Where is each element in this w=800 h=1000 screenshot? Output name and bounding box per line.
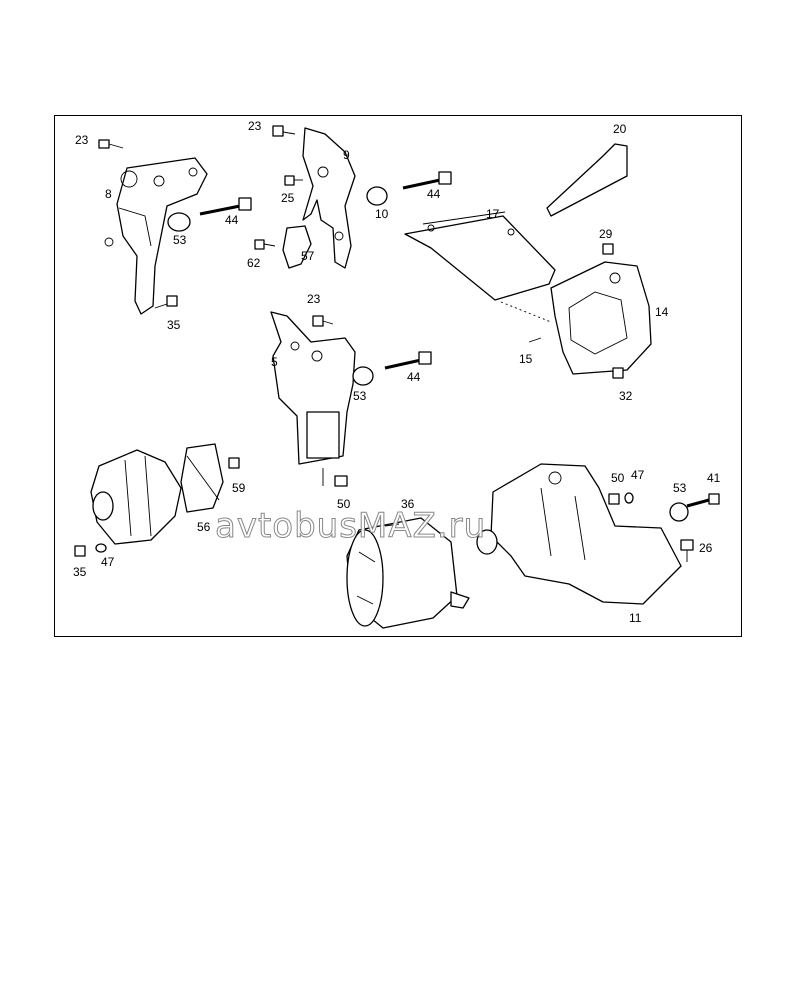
callout-23-b: 23 — [248, 119, 262, 133]
callout-15: 15 — [519, 352, 533, 366]
nut-59 — [228, 457, 240, 469]
callout-32: 32 — [619, 389, 633, 403]
bolt-23-c — [312, 315, 334, 327]
bolt-36 — [384, 523, 400, 527]
callout-10: 10 — [375, 207, 389, 221]
callout-50-b: 50 — [611, 471, 625, 485]
callout-62: 62 — [247, 256, 261, 270]
bolt-44-a — [199, 197, 252, 216]
callout-53-c: 53 — [673, 481, 687, 495]
part-5-bracket — [270, 311, 356, 465]
part-9-bracket — [302, 127, 356, 269]
bushing-53-c — [669, 502, 689, 522]
cover-56 — [180, 443, 224, 513]
callout-14: 14 — [655, 305, 669, 319]
bolt-35-a — [154, 295, 178, 309]
callout-56: 56 — [197, 520, 211, 534]
callout-17: 17 — [486, 207, 500, 221]
nut-50-b — [608, 493, 620, 505]
bolt-32 — [612, 367, 624, 379]
bolt-23-b — [272, 125, 296, 137]
callout-44-c: 44 — [407, 370, 421, 384]
callout-9: 9 — [343, 148, 350, 162]
part-17-plate — [404, 211, 556, 301]
callout-26: 26 — [699, 541, 713, 555]
bolt-44-c — [384, 351, 432, 370]
callout-35-a: 35 — [167, 318, 181, 332]
dashed-line-15 — [500, 301, 552, 323]
diagram-frame: 23 8 53 44 35 23 9 25 10 44 62 57 20 17 29 14 15 32 23 5 53 4… — [54, 115, 742, 637]
callout-5: 5 — [271, 355, 278, 369]
callout-59: 59 — [232, 481, 246, 495]
callout-8: 8 — [105, 187, 112, 201]
callout-53-b: 53 — [353, 389, 367, 403]
part-14-bracket — [550, 261, 652, 375]
callout-25: 25 — [281, 191, 295, 205]
callout-20: 20 — [613, 122, 627, 136]
exploded-parts-drawing — [74, 125, 720, 629]
bolt-25 — [284, 175, 303, 186]
callout-47-b: 47 — [631, 468, 645, 482]
callout-11: 11 — [629, 611, 642, 625]
nut-50-a — [334, 475, 348, 487]
pin-15 — [528, 337, 542, 343]
bolt-35-b — [74, 543, 107, 557]
callout-53-a: 53 — [173, 233, 187, 247]
callout-23-a: 23 — [75, 133, 89, 147]
bushing-10 — [366, 186, 388, 206]
callout-29: 29 — [599, 227, 613, 241]
callout-44-b: 44 — [427, 187, 441, 201]
callout-23-c: 23 — [307, 292, 321, 306]
bolt-26 — [680, 539, 694, 562]
part-11-bracket — [476, 463, 682, 605]
clamp-57 — [282, 225, 312, 269]
alternator-small — [90, 449, 182, 545]
bolt-23-a — [98, 139, 124, 149]
part-20-strap — [546, 143, 628, 217]
callout-50-a: 50 — [337, 497, 351, 511]
bolt-62 — [254, 239, 276, 250]
bushing-53-a — [167, 212, 191, 232]
callout-36: 36 — [401, 497, 415, 511]
part-8-bracket — [104, 157, 208, 315]
bolt-29 — [602, 243, 614, 255]
bolt-41 — [686, 493, 720, 508]
callout-41: 41 — [707, 471, 721, 485]
callout-57: 57 — [301, 249, 315, 263]
alternator-36 — [346, 517, 470, 629]
bushing-53-b — [352, 366, 374, 386]
washer-47-b — [624, 492, 634, 504]
callout-44-a: 44 — [225, 213, 239, 227]
callout-47-a: 47 — [101, 555, 115, 569]
callout-35-b: 35 — [73, 565, 87, 579]
bolt-44-b — [402, 171, 452, 190]
